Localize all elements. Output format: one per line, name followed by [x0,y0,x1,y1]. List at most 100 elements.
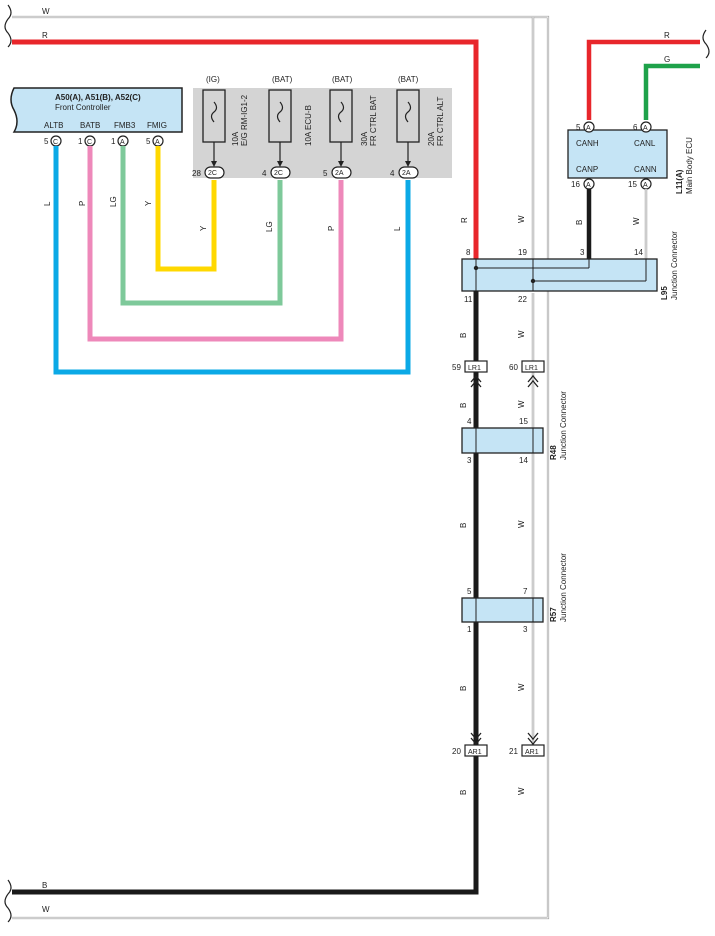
l95-splice-dot [530,278,536,284]
fuse-connector-label: 2C [208,170,217,177]
pin-terminal [640,121,652,133]
wire-label-y-left: Y [144,200,153,206]
wire-label-w-1: W [517,330,526,338]
wire-g-canl [643,63,700,120]
fuse-supply: (BAT) [398,75,419,84]
r57-pin: 1 [467,625,472,634]
fuse-fr-ctrl-bat: (BAT) 30A FR CTRL BAT 5 2A [323,75,378,179]
front-controller: A50(A), A51(B), A52(C) Front Controller … [10,87,183,133]
wire-label-w-top: W [42,7,50,16]
connector-ar1: 20 AR1 21 AR1 [452,732,545,757]
lr1-right-pin: 60 [509,363,518,372]
ecu-pin-canl: 6 A [633,121,652,133]
fuse-element [404,101,412,123]
wire-label-b-1: B [459,333,468,338]
wire-label-l-left: L [43,201,52,206]
pin-connector: A [586,125,591,132]
wire-label-g-right: G [664,55,670,64]
pin-connector: A [643,125,648,132]
front-controller-subtitle: Front Controller [55,103,111,112]
r57-name: Junction Connector [559,553,568,622]
pin-connector: C [87,139,92,146]
junction-connector-r57: 5 7 1 3 R57 Junction Connector [461,553,568,634]
r48-code: R48 [549,445,558,460]
wire-label-b-5: B [459,790,468,795]
pin-terminal [583,121,595,133]
r57-pin: 5 [467,587,472,596]
wire-label-l-right: L [393,226,402,231]
fuse-name: FR CTRL BAT [369,95,378,146]
r48-name: Junction Connector [559,391,568,460]
fuse-pin: 28 [192,169,201,178]
fuse-connector [331,166,352,179]
fuse-body [396,89,420,143]
main-body-ecu-box [567,129,668,179]
fuse-fr-ctrl-alt: (BAT) 20A FR CTRL ALT 4 2A [390,75,445,179]
fuse-connector [204,166,225,179]
fuse-supply: (IG) [206,75,220,84]
wire-label-r-vertical: R [460,217,469,223]
pin-number: 5 [576,123,581,132]
ar1-right-pin: 21 [509,747,518,756]
fuse-name: E/G RM-IG1-2 [240,94,249,146]
r57-pin: 7 [523,587,528,596]
pin-connector: A [155,139,160,146]
ar1-chevrons-left [470,732,482,746]
fuse-body [268,89,292,143]
wire-l-altb [53,146,411,375]
ecu-pin-name-canl: CANL [634,139,656,148]
fuse-connector-label: 2A [335,170,344,177]
fuse-name: 10A ECU-B [304,105,313,146]
l95-pin: 19 [518,248,527,257]
l95-pin: 22 [518,295,527,304]
ecu-pin-name-canp: CANP [576,165,598,174]
lr1-right-label: LR1 [525,365,538,372]
wire-label-b-bottom: B [42,881,47,890]
wire-label-w-2: W [517,400,526,408]
l95-box [461,258,658,292]
fuse-element [210,101,218,123]
r48-box [461,427,544,454]
outer-w-wire-inner [12,16,549,919]
front-controller-title: A50(A), A51(B), A52(C) [55,93,141,102]
pin-connector: C [53,139,58,146]
r57-pin: 3 [523,625,528,634]
wire-label-w-3: W [517,520,526,528]
fuse-eg-rm-ig1-2: (IG) 10A E/G RM-IG1-2 28 2C [192,75,249,179]
fc-pin-altb: 5 C [44,135,62,147]
fuse-rating: 30A [360,131,369,146]
fc-pin-fmig: 5 A [146,135,164,147]
left-brace-bottom [4,879,12,923]
wire-label-r-top: R [42,31,48,40]
wire-p-batb [87,146,344,342]
ecu-pin-canp: 16 A [571,178,595,190]
wire-label-b-canp: B [575,220,584,225]
l95-name: Junction Connector [670,231,679,300]
r48-pin: 3 [467,456,472,465]
fuse-connector [398,166,419,179]
fuse-pin: 5 [323,169,328,178]
l95-code: L95 [660,286,669,300]
wire-y-fmig [155,146,217,272]
lr1-right-box [521,360,545,373]
wire-r-top [12,39,479,262]
wire-label-r-right: R [664,31,670,40]
wire-label-b-3: B [459,523,468,528]
r48-pin: 4 [467,417,472,426]
r57-code: R57 [549,607,558,622]
junction-connector-r48: 4 15 3 14 R48 Junction Connector [461,391,568,465]
ecu-pin-cann: 15 A [628,178,652,190]
fuse-connector [270,166,291,179]
l95-pin: 8 [466,248,471,257]
ecu-pin-name-canh: CANH [576,139,599,148]
main-body-ecu-code: L11(A) [675,169,684,194]
fuse-connector-label: 2C [274,170,283,177]
pin-connector: A [120,139,125,146]
pin-number: 16 [571,180,580,189]
fuse-pin: 4 [390,169,395,178]
front-controller-box [10,87,183,133]
l95-pin: 11 [464,295,473,304]
fuse-rating: 10A [231,131,240,146]
lr1-left-box [464,360,488,373]
wire-lg-fmb3 [120,146,283,306]
